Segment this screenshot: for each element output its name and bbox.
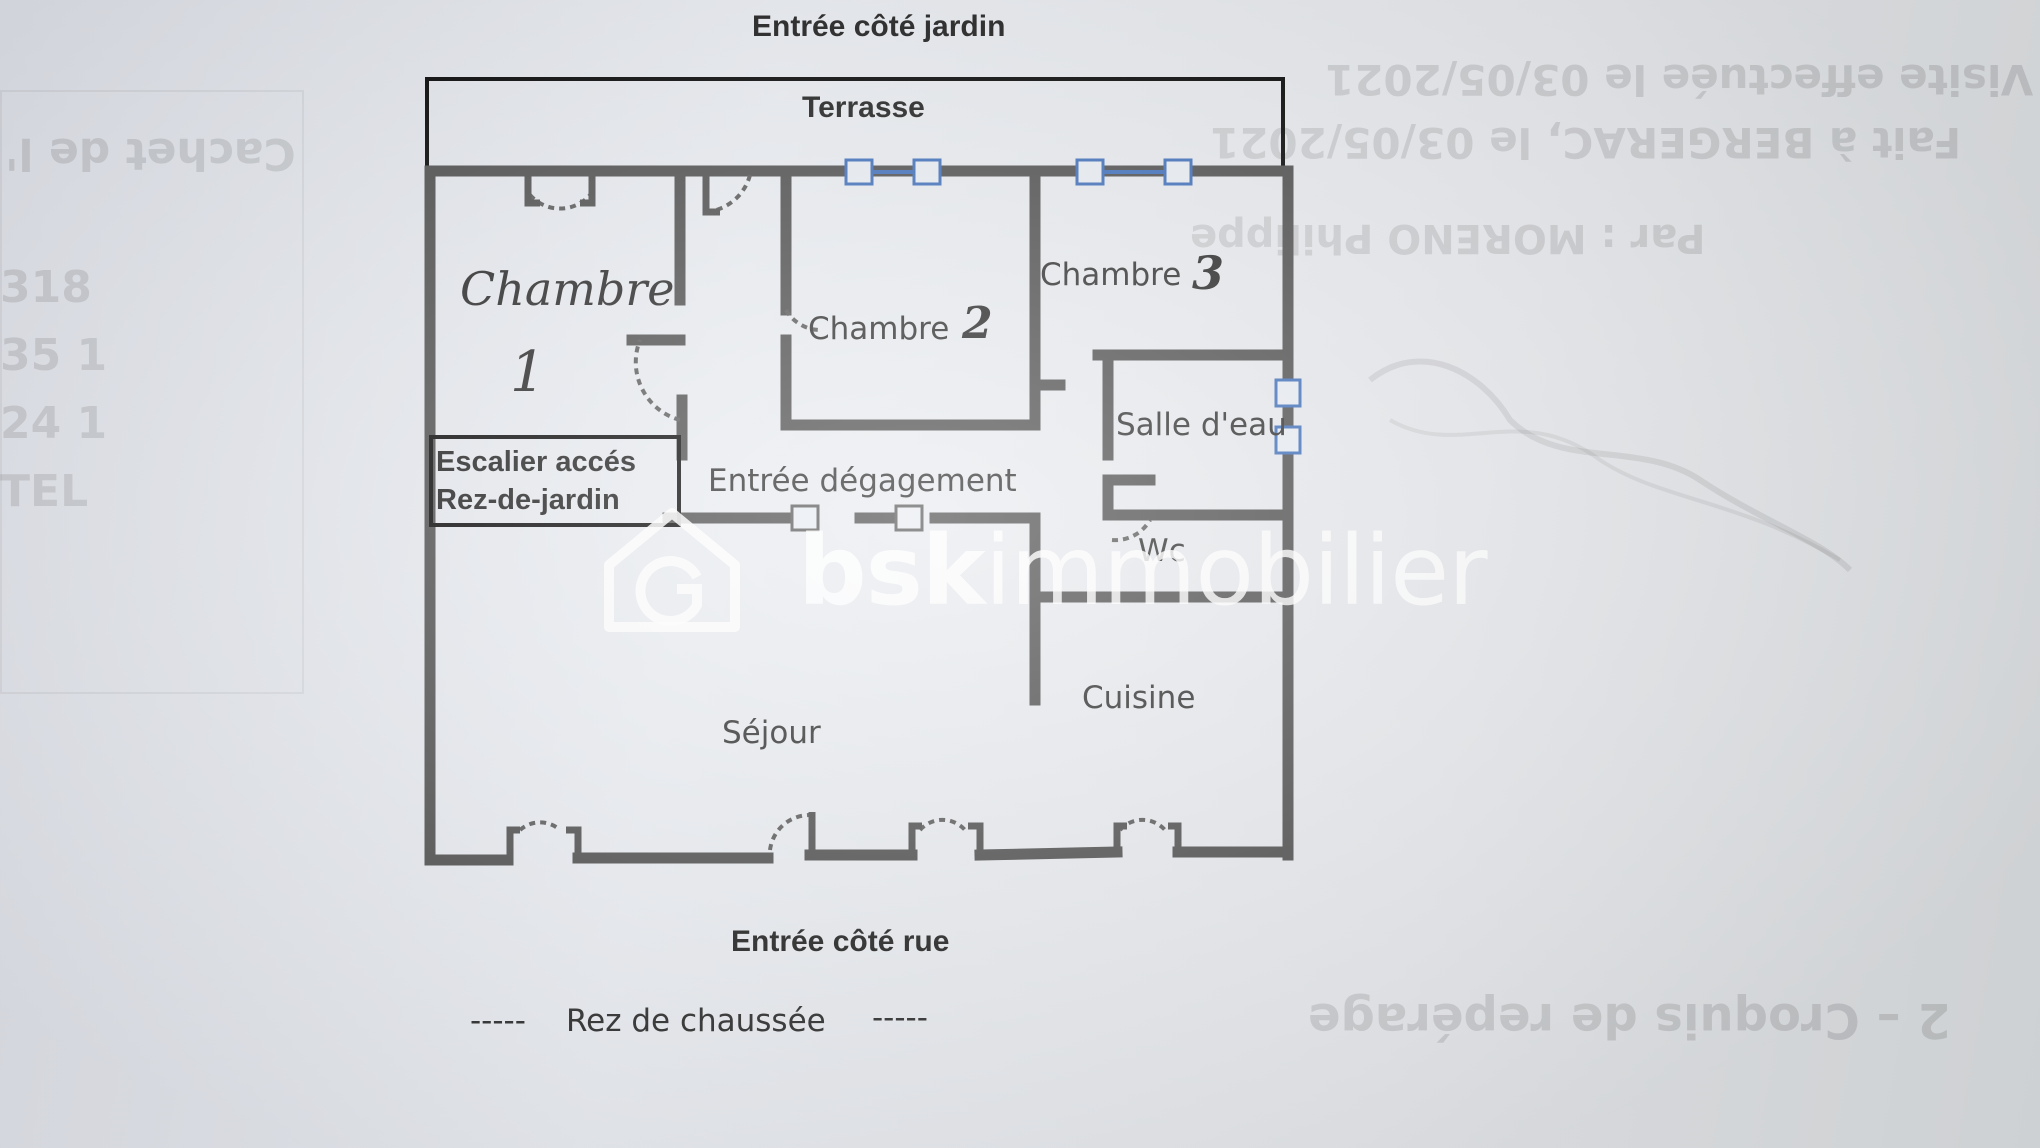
- door-jamb-b4: [1113, 822, 1127, 852]
- door-arc-bottom1: [518, 820, 562, 832]
- floor-label: Rez de chaussée: [566, 1003, 826, 1039]
- door-jamb-top1: [524, 171, 540, 207]
- bsk-logo-icon: [604, 508, 740, 632]
- door-jamb-b1b: [566, 826, 582, 860]
- left-ghost-2: 35 1: [0, 330, 108, 381]
- salle-deau-label: Salle d'eau: [1116, 407, 1287, 443]
- wc-label: Wc: [1138, 533, 1186, 569]
- terrasse-label: Terrasse: [802, 91, 925, 124]
- door-jamb-b4b: [1168, 822, 1182, 852]
- entree-label: Entrée dégagement: [708, 463, 1017, 499]
- chambre2-number: 2: [962, 298, 993, 349]
- door-arc-bottom2: [768, 812, 811, 851]
- chambre1-number: 1: [510, 340, 546, 405]
- window-top-2: [912, 158, 942, 186]
- sejour-label: Séjour: [722, 715, 821, 751]
- corridor-stub: [1029, 354, 1066, 391]
- title-garden-entrance: Entrée côté jardin: [752, 10, 1006, 43]
- signature-scribble: [1368, 358, 1853, 573]
- door-jamb-b3b: [968, 822, 984, 855]
- window-right-2: [1274, 425, 1302, 455]
- escalier-label-line2: Rez-de-jardin: [436, 484, 620, 516]
- outer-wall-bottom-4: [974, 846, 1123, 861]
- door-arc-ch1: [633, 339, 681, 422]
- door-jamb-top2: [702, 171, 720, 216]
- window-entree-2: [894, 504, 924, 532]
- watermark-bold-part: bsk: [798, 515, 986, 627]
- escalier-label-line1: Escalier accés: [436, 446, 636, 478]
- chambre2-label: Chambre: [808, 311, 950, 347]
- window-top-3: [1075, 158, 1105, 186]
- window-top-4: [1163, 158, 1193, 186]
- chambre3-number: 3: [1192, 246, 1225, 300]
- left-ghost-4: TEL: [0, 466, 89, 517]
- door-jamb-b3: [908, 822, 922, 855]
- escalier-outline: [429, 435, 681, 527]
- chambre3-label: Chambre: [1040, 257, 1182, 293]
- stamp-box: [0, 90, 304, 694]
- window-right-1: [1274, 378, 1302, 408]
- signature-scribble-2: [1389, 418, 1842, 562]
- door-arc-wc: [1111, 518, 1152, 543]
- door-arc-top2: [705, 174, 752, 214]
- window-top-1: [844, 158, 874, 186]
- chambre1-label: Chambre: [460, 262, 675, 316]
- watermark-light-part: immobilier: [984, 515, 1488, 627]
- left-ghost-1: 318: [0, 262, 92, 313]
- door-jamb-b1: [506, 826, 520, 860]
- cuisine-label: Cuisine: [1082, 680, 1196, 716]
- door-arc-ch2: [784, 308, 823, 333]
- floor-dashes-right: -----: [872, 1000, 928, 1036]
- window-entree-1: [790, 504, 820, 532]
- floor-dashes-left: -----: [470, 1003, 526, 1039]
- left-ghost-3: 24 1: [0, 398, 108, 449]
- door-arc-bottom3: [918, 817, 967, 832]
- title-street-entrance: Entrée côté rue: [731, 925, 950, 958]
- door-jamb-top1b: [580, 171, 596, 207]
